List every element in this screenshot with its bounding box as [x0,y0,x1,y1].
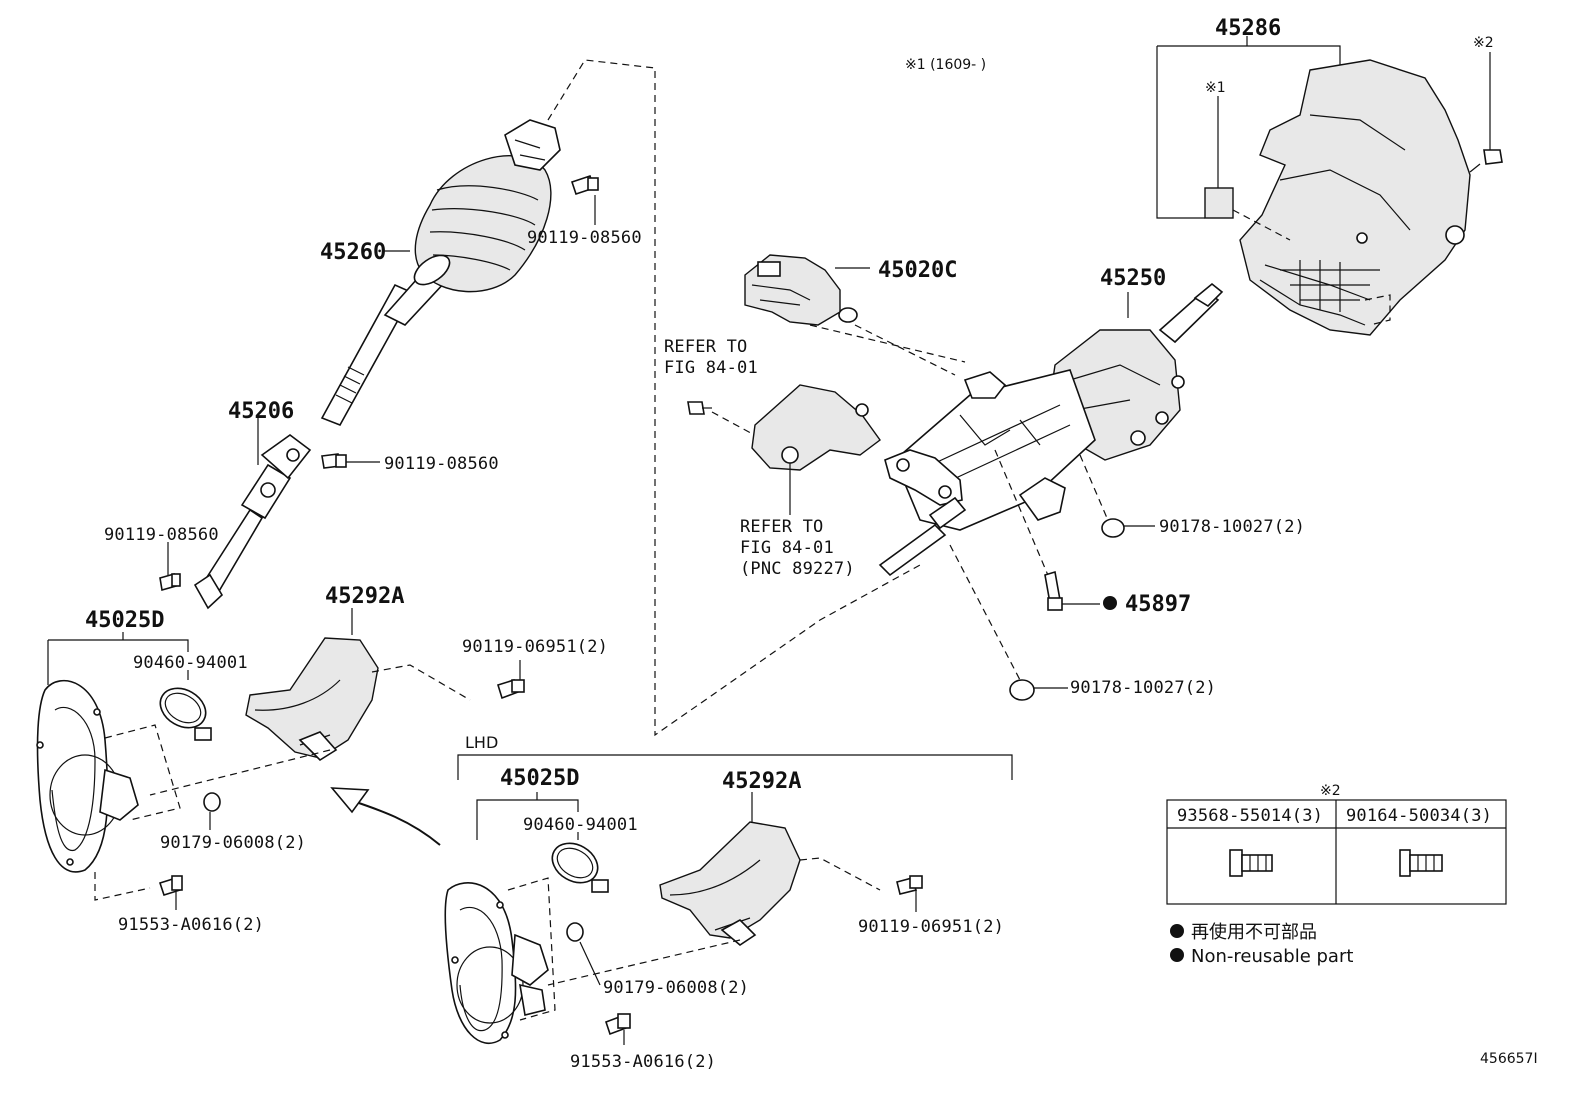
label-45020C: 45020C [878,258,957,283]
label-91553-A0616: 91553-A0616(2) [118,915,264,935]
lhd-group [457,754,1013,780]
screw-mark2[interactable] [1469,52,1503,173]
label-45025D: 45025D [85,608,164,633]
label-90178-10027-upper: 90178-10027(2) [1159,517,1305,537]
note-mark1-date: ※1 (1609- ) [905,57,986,73]
nut-90178-10027-lower[interactable] [1009,679,1068,701]
clamp-90460-94001-lhd[interactable] [545,832,609,893]
label-45292A-lhd: 45292A [722,769,801,794]
legend-en: Non-reusable part [1191,946,1353,967]
label-91553-A0616-lhd: 91553-A0616(2) [570,1052,716,1072]
label-45025D-lhd: 45025D [500,766,579,791]
refer-lower-line3: (PNC 89227) [740,559,855,579]
clamp-90460-94001[interactable] [153,670,213,741]
intermediate-shaft-45260[interactable] [320,59,921,737]
screw-90164-icon [1399,849,1443,877]
label-90119-08560-mid: 90119-08560 [384,454,499,474]
label-90179-06008-lhd: 90179-06008(2) [603,978,749,998]
label-mark1: ※1 [1205,80,1226,96]
bolt-91553-A0616-lhd[interactable] [604,1013,631,1045]
label-90119-08560-upper: 90119-08560 [527,228,642,248]
label-45206: 45206 [228,399,294,424]
nut-90179-06008-lhd[interactable] [566,922,601,986]
label-45286: 45286 [1215,16,1281,41]
refer-screw [687,401,761,439]
universal-joint-45206[interactable] [193,418,312,610]
steering-column-45250[interactable] [878,282,1224,681]
refer-upper-line1: REFER TO [664,337,747,357]
label-45292A: 45292A [325,584,404,609]
table-col2-header: 90164-50034(3) [1346,806,1492,826]
refer-lower-line2: FIG 84-01 [740,538,834,558]
bolt-90119-08560-lower[interactable] [159,542,181,592]
label-90119-08560-lower: 90119-08560 [104,525,219,545]
label-45260: 45260 [320,240,386,265]
label-90119-06951-lhd: 90119-06951(2) [858,917,1004,937]
hole-cover-45025D-lhd[interactable] [444,792,579,1045]
bolt-90119-06951-main[interactable] [497,660,525,700]
bolt-91553-A0616-main[interactable] [158,875,183,910]
table-col1-header: 93568-55014(3) [1177,806,1323,826]
non-reusable-legend-icon-jp [1170,924,1184,938]
label-90119-06951: 90119-06951(2) [462,637,608,657]
label-90179-06008: 90179-06008(2) [160,833,306,853]
column-cover-45292A[interactable] [149,608,471,796]
bolt-90119-08560-mid[interactable] [321,453,380,469]
table-mark2: ※2 [1320,783,1341,799]
label-90460-94001-lhd: 90460-94001 [523,815,638,835]
bolt-90119-06951-lhd[interactable] [896,875,923,912]
column-cover-45292A-lhd[interactable] [547,792,881,986]
label-45250: 45250 [1100,266,1166,291]
label-45897: 45897 [1125,592,1191,617]
non-reusable-marker-icon [1103,596,1117,610]
fastener-table [1166,799,1507,905]
nut-90179-06008-main[interactable] [203,792,221,830]
refer-lower-line1: REFER TO [740,517,823,537]
label-mark2: ※2 [1473,35,1494,51]
column-cover-45286[interactable] [1156,36,1471,336]
label-lhd: LHD [465,733,498,752]
non-reusable-legend-icon-en [1170,948,1184,962]
steering-lock-45020C[interactable] [744,254,966,376]
legend-jp: 再使用不可部品 [1191,922,1317,943]
figure-id: 456657I [1480,1051,1538,1067]
bolt-90119-08560-upper[interactable] [570,174,599,225]
label-90178-10027-lower: 90178-10027(2) [1070,678,1216,698]
screw-93568-icon [1229,849,1273,877]
refer-bracket [751,384,881,515]
nut-90178-10027-upper[interactable] [1101,518,1155,538]
label-90460-94001: 90460-94001 [133,653,248,673]
bolt-45897[interactable] [1044,570,1117,611]
direction-arrow [330,787,441,846]
hole-cover-45025D[interactable] [36,632,189,901]
refer-upper-line2: FIG 84-01 [664,358,758,378]
